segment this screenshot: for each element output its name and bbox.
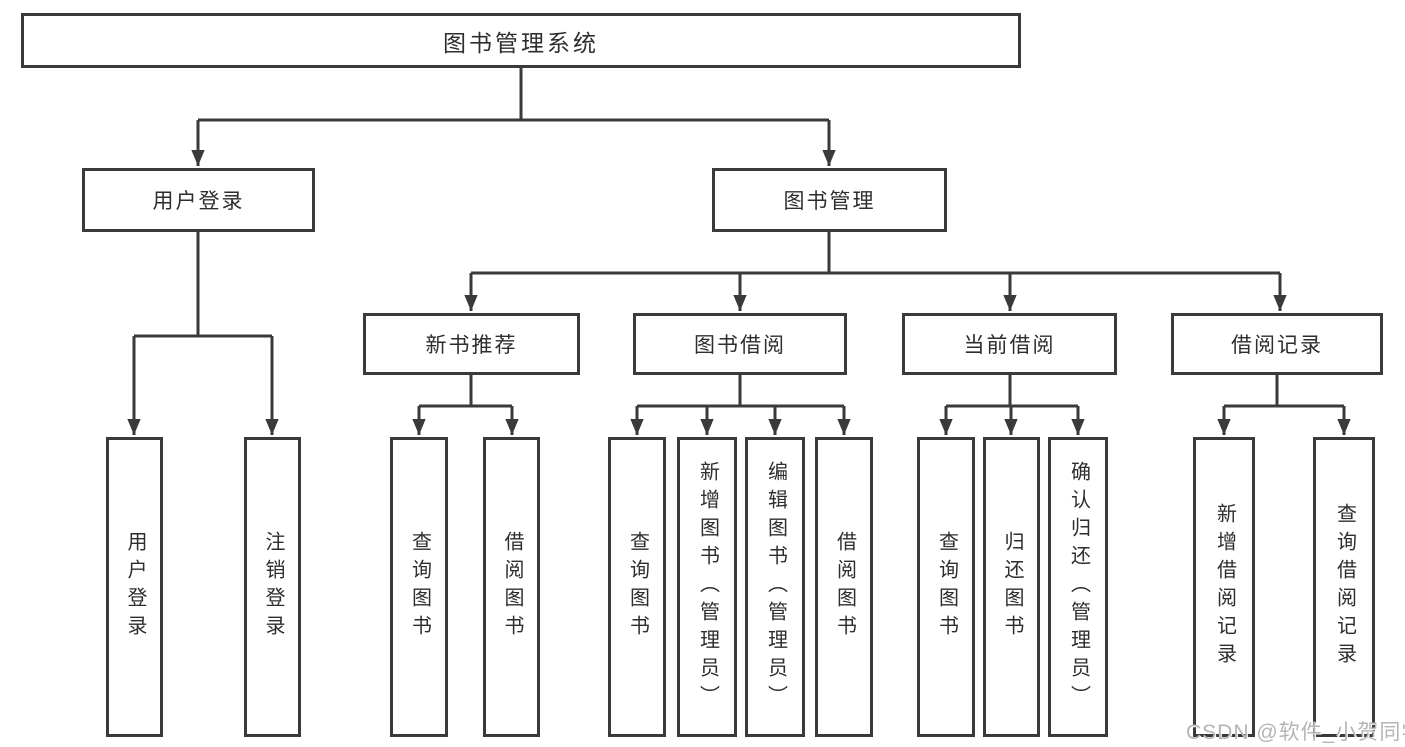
node-new-book-recommend-label: 新书推荐 [425,334,518,357]
leaf-user-login-label: 用户登录 [124,531,146,643]
node-current-borrow: 当前借阅 [902,313,1117,375]
connector-book-borrow-trunk [637,375,844,408]
leaf-query-books-3-label: 查询图书 [935,531,958,643]
leaf-add-books-admin: 新增图书（管理员） [677,437,737,737]
leaf-add-borrow-record-label: 新增借阅记录 [1213,503,1236,671]
connector-current-borrow-trunk [946,375,1078,408]
leaf-borrow-books-1: 借阅图书 [483,437,540,737]
leaf-query-books-1: 查询图书 [390,437,448,737]
connector-borrow-records-trunk [1224,375,1344,408]
leaf-query-books-2: 查询图书 [608,437,666,737]
leaf-edit-books-admin: 编辑图书（管理员） [745,437,805,737]
leaf-edit-books-admin-label: 编辑图书（管理员） [764,461,787,713]
node-borrow-records: 借阅记录 [1171,313,1383,375]
csdn-watermark: CSDN @软件_小贺同学 [1186,721,1405,744]
leaf-borrow-books-1-label: 借阅图书 [501,531,523,643]
leaf-borrow-books-2-label: 借阅图书 [833,531,856,643]
node-user-login-label: 用户登录 [152,190,245,213]
node-user-login: 用户登录 [82,168,315,232]
node-root: 图书管理系统 [21,13,1021,68]
connector-new-book-trunk [419,375,512,408]
leaf-add-books-admin-label: 新增图书（管理员） [696,461,719,713]
leaf-logout: 注销登录 [244,437,301,737]
leaf-logout-label: 注销登录 [262,531,284,643]
leaf-query-borrow-record: 查询借阅记录 [1313,437,1375,737]
node-new-book-recommend: 新书推荐 [363,313,580,375]
leaf-add-borrow-record: 新增借阅记录 [1193,437,1255,737]
node-book-management: 图书管理 [712,168,947,232]
leaf-user-login: 用户登录 [106,437,163,737]
leaf-confirm-return-admin-label: 确认归还（管理员） [1067,461,1090,713]
node-borrow-records-label: 借阅记录 [1231,334,1323,357]
connector-root-trunk [198,68,829,122]
leaf-return-books-label: 归还图书 [1001,531,1023,643]
node-root-label: 图书管理系统 [443,29,599,56]
leaf-confirm-return-admin: 确认归还（管理员） [1048,437,1108,737]
node-current-borrow-label: 当前借阅 [963,334,1056,357]
leaf-query-books-3: 查询图书 [917,437,975,737]
connector-book-management-trunk [471,232,1280,275]
leaf-query-books-2-label: 查询图书 [626,531,649,643]
leaf-borrow-books-2: 借阅图书 [815,437,873,737]
node-book-management-label: 图书管理 [783,190,876,213]
connector-user-login-trunk [134,232,272,338]
leaf-query-borrow-record-label: 查询借阅记录 [1333,503,1356,671]
node-book-borrow: 图书借阅 [633,313,847,375]
node-book-borrow-label: 图书借阅 [694,334,786,357]
leaf-return-books: 归还图书 [983,437,1040,737]
leaf-query-books-1-label: 查询图书 [408,531,431,643]
